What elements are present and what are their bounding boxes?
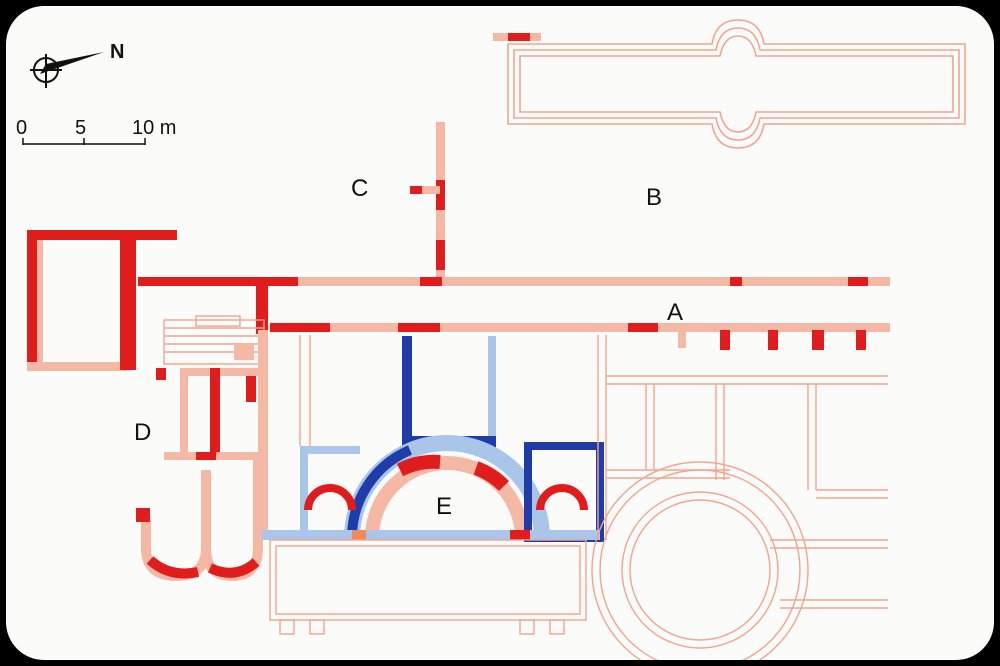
label-a: A: [667, 299, 683, 326]
scale-tick-0: 0: [16, 117, 27, 139]
north-arrow-icon: [40, 52, 104, 74]
west-room: [27, 230, 268, 371]
label-c: C: [351, 175, 368, 202]
label-d: D: [134, 419, 151, 446]
twin-apses: [136, 460, 263, 582]
north-arrow: N: [30, 41, 124, 88]
north-label: N: [110, 41, 124, 63]
corridor-a-walls: [138, 277, 890, 350]
later-structures: [269, 335, 888, 660]
scale-bar: 0 5 10 m: [16, 117, 176, 145]
scale-tick-5: 5: [75, 117, 86, 139]
scale-tick-10: 10 m: [132, 117, 176, 139]
area-d: [156, 315, 268, 540]
wall-c: [410, 122, 445, 284]
site-plan: N 0 5 10 m: [16, 19, 966, 660]
building-e: [262, 336, 604, 542]
label-b: B: [646, 184, 662, 211]
label-e: E: [436, 493, 452, 520]
building-b-outline: [493, 19, 966, 149]
plan-sheet: N 0 5 10 m: [6, 6, 994, 660]
